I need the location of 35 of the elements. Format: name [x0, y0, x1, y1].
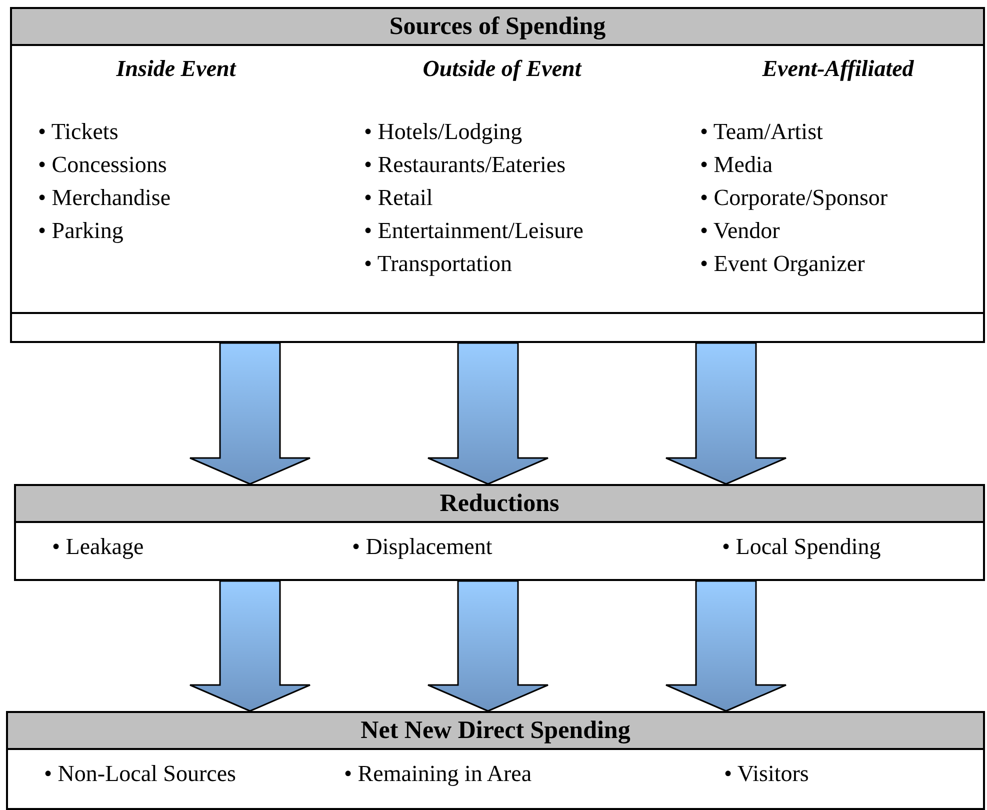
block-arrow	[427, 580, 549, 712]
section-header: Sources of Spending	[12, 9, 983, 46]
list-item: • Restaurants/Eateries	[364, 151, 567, 179]
list-item: • Non-Local Sources	[44, 760, 237, 788]
column-heading: Event-Affiliated	[762, 56, 914, 81]
block-arrow	[665, 580, 787, 712]
section-box	[14, 484, 985, 581]
list-item: • Tickets	[38, 118, 120, 146]
list-item: • Transportation	[364, 250, 513, 278]
list-item: • Displacement	[352, 533, 494, 561]
section-box	[10, 7, 985, 343]
list-item: • Visitors	[724, 760, 810, 788]
list-item: • Media	[700, 151, 774, 179]
list-item: • Team/Artist	[700, 118, 824, 146]
column-heading: Outside of Event	[422, 56, 582, 81]
section-header: Reductions	[16, 486, 983, 523]
list-item: • Corporate/Sponsor	[700, 184, 889, 212]
block-arrow	[189, 342, 311, 485]
list-item: • Local Spending	[722, 533, 882, 561]
list-item: • Remaining in Area	[344, 760, 533, 788]
list-item: • Hotels/Lodging	[364, 118, 524, 146]
list-item: • Parking	[38, 217, 124, 245]
column-heading: Inside Event	[116, 56, 236, 81]
list-item: • Retail	[364, 184, 434, 212]
section-box	[6, 711, 985, 810]
list-item: • Entertainment/Leisure	[364, 217, 584, 245]
section-header: Net New Direct Spending	[8, 713, 983, 750]
list-item: • Merchandise	[38, 184, 172, 212]
list-item: • Concessions	[38, 151, 168, 179]
list-item: • Leakage	[52, 533, 145, 561]
list-item: • Vendor	[700, 217, 781, 245]
block-arrow	[665, 342, 787, 485]
block-arrow	[189, 580, 311, 712]
list-item: • Event Organizer	[700, 250, 866, 278]
block-arrow	[427, 342, 549, 485]
